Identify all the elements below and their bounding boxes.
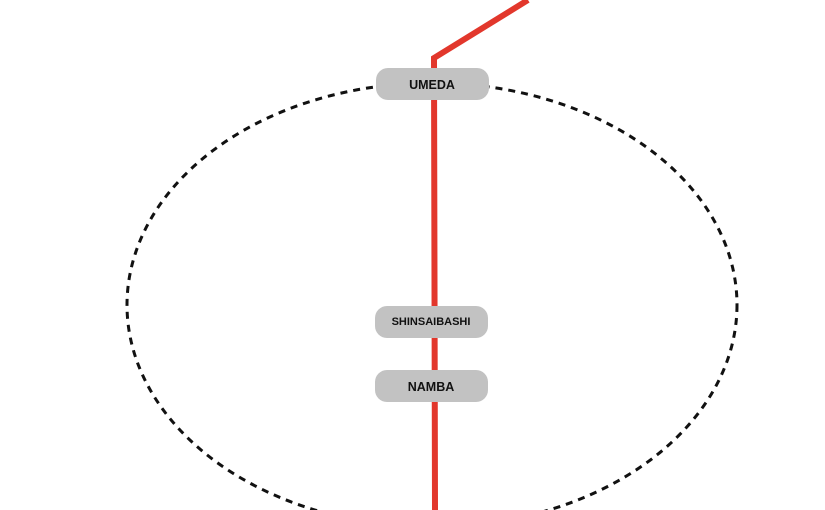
station-umeda[interactable]: UMEDA bbox=[376, 68, 489, 100]
station-label-namba: NAMBA bbox=[408, 380, 455, 394]
station-marker bbox=[375, 370, 488, 402]
station-label-shinsaibashi: SHINSAIBASHI bbox=[392, 316, 471, 328]
station-shinsaibashi[interactable]: SHINSAIBASHI bbox=[375, 306, 488, 338]
red-line bbox=[430, 0, 530, 510]
station-marker bbox=[375, 306, 488, 338]
station-namba[interactable]: NAMBA bbox=[375, 370, 488, 402]
station-label-umeda: UMEDA bbox=[409, 78, 455, 92]
station-marker bbox=[376, 68, 489, 100]
